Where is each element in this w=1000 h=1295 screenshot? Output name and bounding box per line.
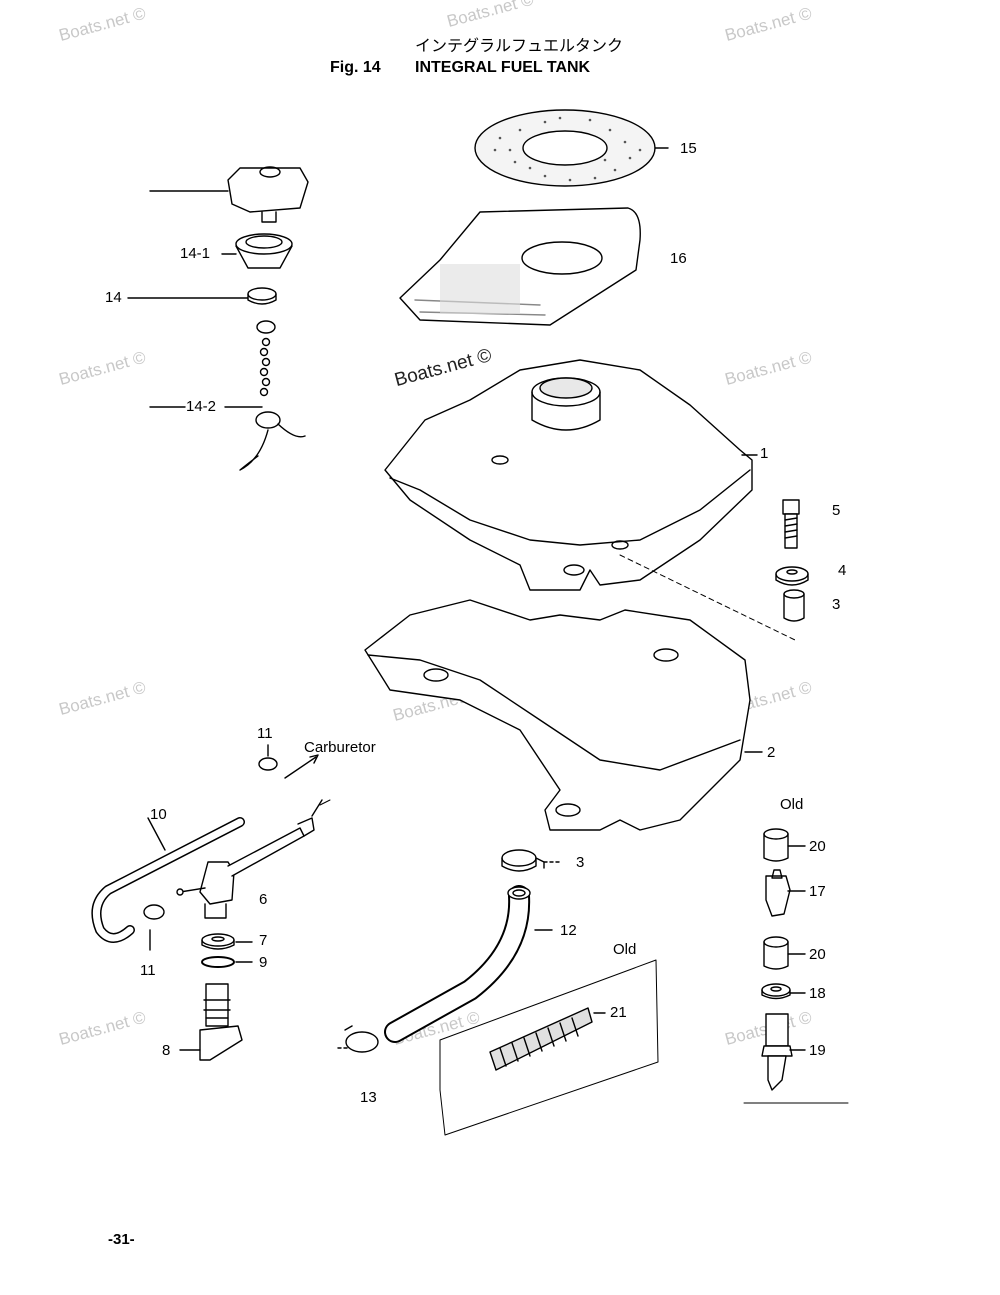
cap-seal-14-1 <box>221 233 293 269</box>
callout-14-2: 14-2 <box>186 398 217 415</box>
callout-20-bottom: 20 <box>809 946 826 963</box>
callout-21: 21 <box>610 1004 627 1021</box>
clamp-14 <box>127 287 277 305</box>
callout-7: 7 <box>259 932 268 949</box>
callout-16: 16 <box>670 250 687 267</box>
fuel-tank-upper-1 <box>384 359 758 591</box>
callout-14: 14 <box>105 289 122 306</box>
old-parts-right <box>743 828 849 1104</box>
diagram-title: INTEGRAL FUEL TANK <box>415 59 591 76</box>
bolt-5 <box>782 499 800 549</box>
title-japanese: インテグラルフュエルタンク <box>415 36 624 55</box>
callout-3-lower: 3 <box>576 854 585 871</box>
fuel-tank-lower-2 <box>364 599 763 831</box>
spacer-3 <box>783 589 805 622</box>
callout-1: 1 <box>760 445 769 462</box>
hose-10 <box>91 817 245 943</box>
callout-18: 18 <box>809 985 826 1002</box>
old-box-21 <box>439 959 659 1136</box>
callout-5: 5 <box>832 502 841 519</box>
hose-12 <box>384 885 553 1043</box>
callout-14-1: 14-1 <box>180 245 211 262</box>
callout-20-top: 20 <box>809 838 826 855</box>
plate-16 <box>399 207 641 326</box>
clamp-13 <box>337 1025 379 1053</box>
page-number: -31- <box>108 1231 135 1248</box>
callout-6: 6 <box>259 891 268 908</box>
callout-13: 13 <box>360 1089 377 1106</box>
callout-15: 15 <box>680 140 697 157</box>
callout-17: 17 <box>809 883 826 900</box>
old-label-left: Old <box>613 941 637 958</box>
callout-8: 8 <box>162 1042 171 1059</box>
fuel-cock-6 <box>176 799 331 919</box>
clamp-11-bottom <box>143 904 165 951</box>
figure-number: Fig. 14 <box>330 59 381 76</box>
clamp-11-top <box>258 744 319 779</box>
fitting-8 <box>179 983 243 1061</box>
callout-12: 12 <box>560 922 577 939</box>
chain-14-2 <box>149 320 306 471</box>
callout-10: 10 <box>150 806 167 823</box>
o-ring-9 <box>201 956 253 968</box>
old-label-right: Old <box>780 796 804 813</box>
foam-ring-15 <box>474 109 669 187</box>
fuel-cap <box>149 166 309 223</box>
clamp-3-lower <box>501 849 561 872</box>
callout-19: 19 <box>809 1042 826 1059</box>
callout-9: 9 <box>259 954 268 971</box>
washer-4 <box>775 566 809 586</box>
callout-2: 2 <box>767 744 776 761</box>
seal-7 <box>201 933 253 950</box>
callout-11-top: 11 <box>257 725 273 742</box>
callout-11-bottom: 11 <box>140 962 156 979</box>
callout-4: 4 <box>838 562 847 579</box>
carburetor-label: Carburetor <box>304 739 376 756</box>
callout-3-upper: 3 <box>832 596 841 613</box>
